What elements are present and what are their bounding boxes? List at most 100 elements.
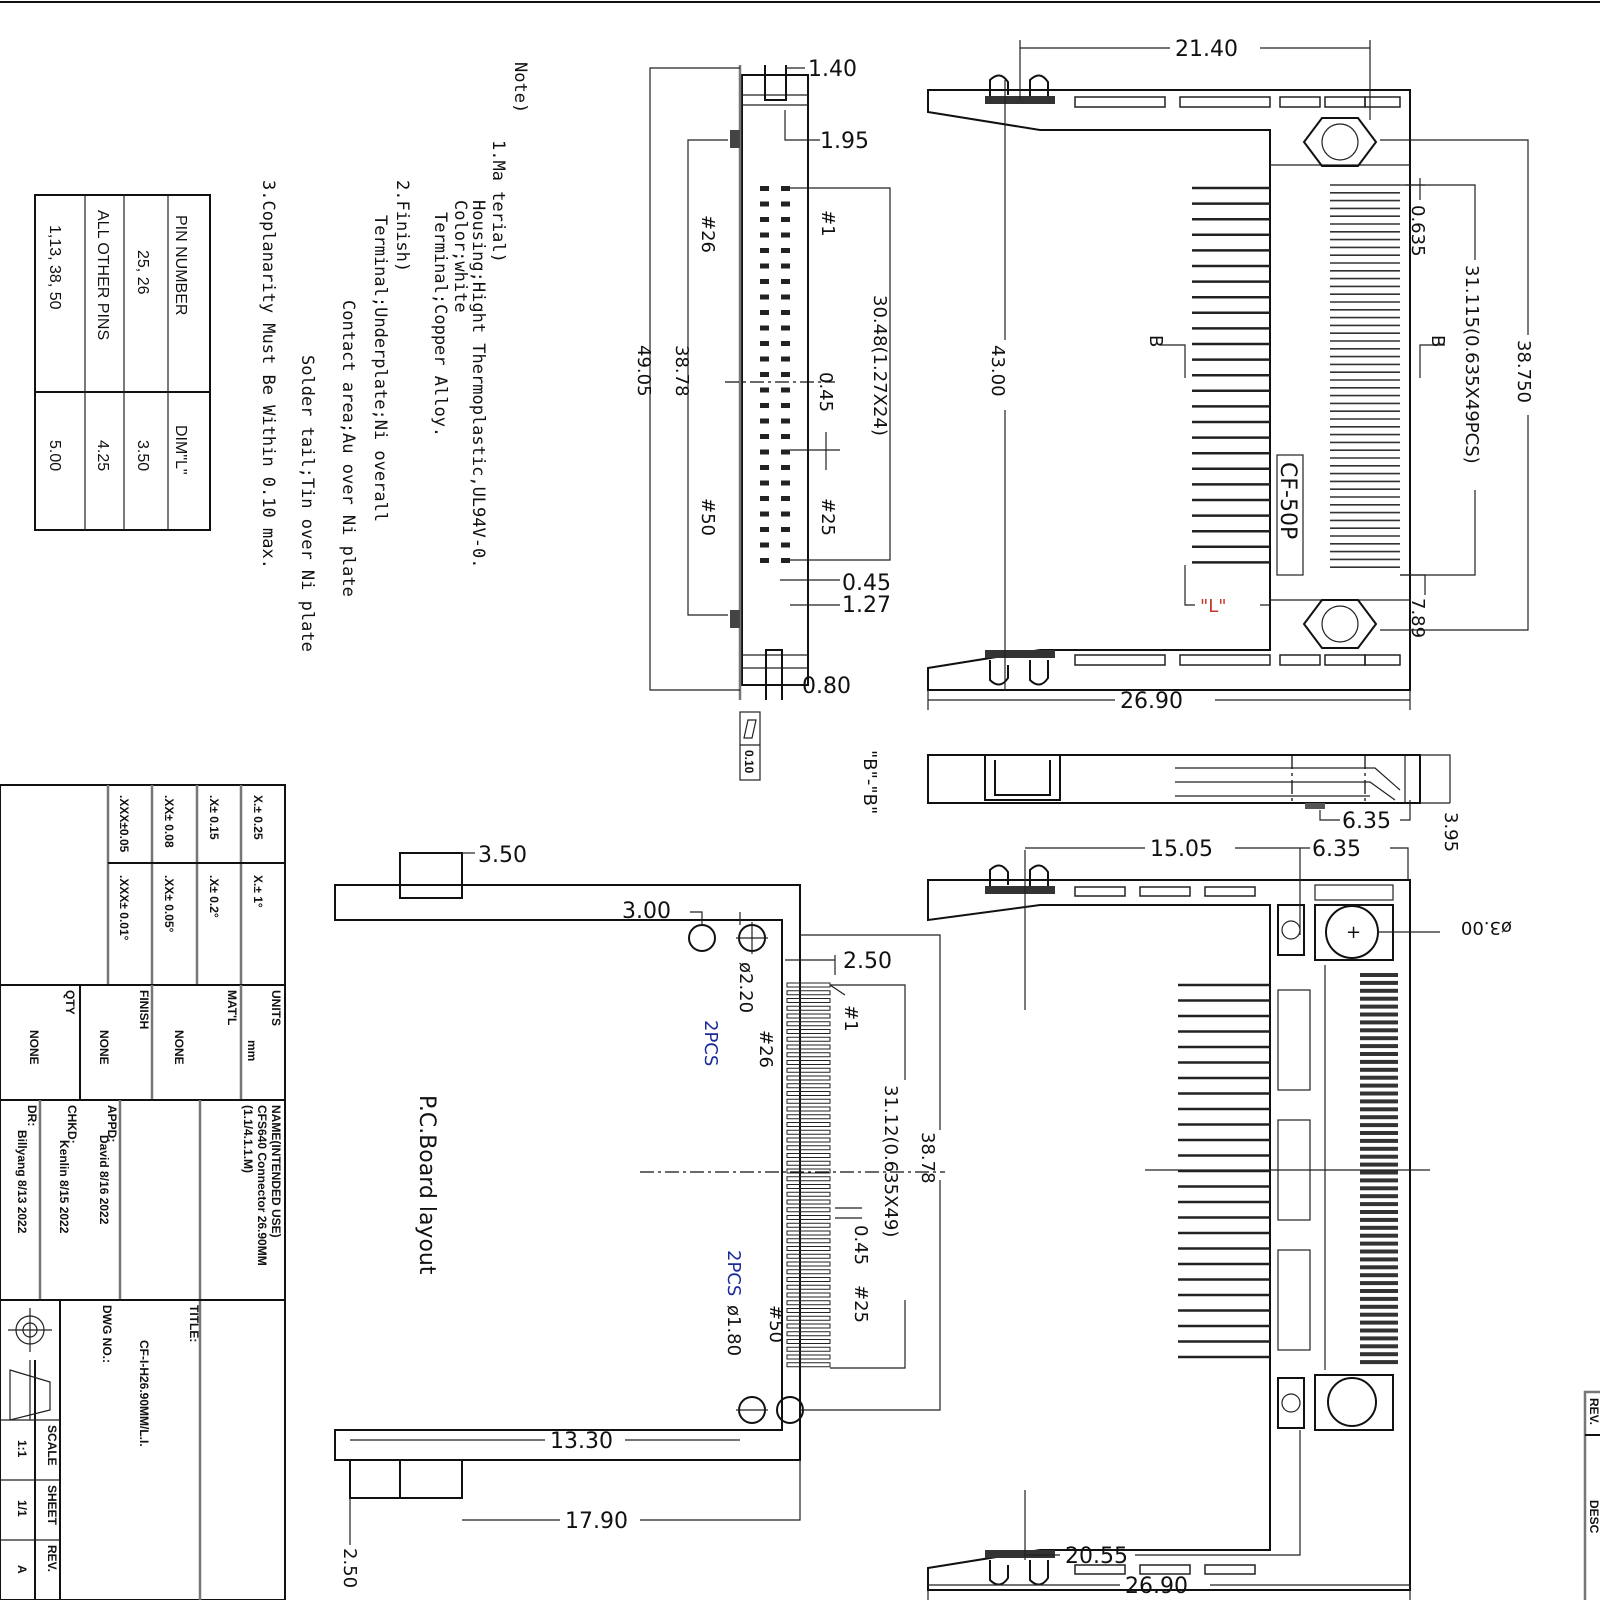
matl-value: NONE <box>172 1030 186 1065</box>
units-value: mm <box>245 1040 259 1061</box>
notes: Note) 1.Ma terial) Housing;Hight Thermop… <box>258 62 530 652</box>
contact <box>781 341 790 346</box>
dim-3-95: 3.95 <box>1440 812 1461 852</box>
contact <box>781 248 790 253</box>
name-label: NAME(INTENDED USE) <box>269 1105 283 1238</box>
contact <box>1360 1154 1398 1159</box>
pad <box>786 1098 831 1104</box>
section-marker-b: B <box>1427 335 1448 347</box>
slot <box>1074 654 1166 666</box>
pin-1-label: #1 <box>840 1005 861 1032</box>
contact <box>781 294 790 300</box>
pad <box>786 1137 831 1143</box>
flatness-icon <box>743 719 757 739</box>
contact <box>1360 1004 1398 1009</box>
tolerance-cell: X.± 1° <box>251 875 265 908</box>
table-cell: 5.00 <box>46 440 63 471</box>
mount-hex-top <box>1302 117 1378 167</box>
dim-38-750: 38.750 <box>1513 340 1534 403</box>
dwg-no-label: DWG NO.: <box>100 1305 114 1363</box>
hole-qty: 2PCS <box>723 1250 744 1296</box>
dim-15-05: 15.05 <box>1150 837 1213 862</box>
clip-bottom <box>989 660 1049 686</box>
contact <box>1360 1217 1398 1222</box>
contact <box>781 558 790 563</box>
pad <box>786 1044 831 1050</box>
contact <box>781 511 790 517</box>
pad <box>786 1013 831 1019</box>
contact <box>1360 1194 1398 1199</box>
contact <box>1360 1059 1398 1064</box>
slot <box>1364 654 1401 666</box>
dim-hole-1-80: ø1.80 <box>723 1305 744 1356</box>
pad <box>786 1160 831 1166</box>
contact <box>760 310 769 315</box>
slot <box>1204 886 1256 897</box>
top-view: CF-50P 21.40 43.00 38.750 31.115(0.635X4… <box>927 37 1534 714</box>
slot <box>1179 96 1271 108</box>
contact <box>1360 980 1398 985</box>
contact <box>781 186 790 191</box>
scale-label: SCALE <box>45 1425 59 1466</box>
pad <box>786 1323 831 1329</box>
contact <box>760 434 769 439</box>
contact <box>1360 1067 1398 1072</box>
contact <box>760 527 769 532</box>
contact <box>1360 1186 1398 1191</box>
note-item: Terminal;Copper Alloy. <box>430 212 450 437</box>
contact <box>1360 1328 1398 1333</box>
note-item: 3.Coplanarity Must Be Within 0.10 max. <box>258 180 278 569</box>
contact <box>781 279 790 284</box>
note-item: Terminal;Underplate;Ni overall <box>370 215 390 522</box>
rev-value: A <box>15 1565 29 1574</box>
pad <box>786 1075 831 1081</box>
dim-0-45: 0.45 <box>815 372 836 412</box>
pad <box>786 1083 831 1089</box>
qty-value: NONE <box>27 1030 41 1065</box>
note-item: Color;white <box>450 200 470 313</box>
contact <box>1360 1265 1398 1270</box>
pad <box>786 1215 831 1220</box>
contact <box>781 310 790 315</box>
pad <box>786 1339 831 1344</box>
title-value: CF-I-H26.90MM/L.I. <box>137 1340 151 1447</box>
dim-2-50: 2.50 <box>843 949 892 974</box>
slot <box>1074 1564 1126 1575</box>
slot <box>1324 96 1366 108</box>
scale-value: 1:1 <box>15 1440 29 1458</box>
contact <box>1360 973 1398 977</box>
qty-label: QTY <box>63 990 77 1015</box>
contact <box>760 186 769 191</box>
table-cell: 3.50 <box>134 440 151 471</box>
clip-top <box>989 74 1049 100</box>
dim-38-78: 38.78 <box>671 345 692 397</box>
pad <box>786 1300 831 1306</box>
dim-0-45-pin: 0.45 <box>842 571 891 596</box>
contact <box>760 496 769 501</box>
contact <box>1360 1044 1398 1049</box>
tolerance-cell: .XXX± 0.01° <box>117 875 131 941</box>
pad <box>786 1052 831 1058</box>
pad <box>786 1129 831 1135</box>
table-cell: 4.25 <box>94 440 111 471</box>
contact <box>781 387 790 393</box>
tolerance-cell: X.± 0.25 <box>251 795 265 840</box>
note-item: Solder tail;Tin over Ni plate <box>297 355 317 652</box>
table-header: DIM"L" <box>172 425 189 475</box>
title-label: TITLE: <box>187 1305 201 1342</box>
dim-26-90: 26.90 <box>1120 689 1183 714</box>
pcb-layout: P.C.Board layout 3.50 3.00 2.50 ø2.20 2P… <box>334 843 945 1588</box>
pin-1-label: #1 <box>817 210 838 237</box>
contact <box>781 263 790 269</box>
contact <box>1360 1178 1398 1183</box>
dim-7-89: 7.89 <box>1407 598 1428 638</box>
pad <box>786 990 831 996</box>
pad <box>786 1362 831 1368</box>
name-value: CFS640 Connector 26.90MM <box>255 1105 269 1266</box>
section-view: "B"-"B" 6.35 3.95 <box>859 750 1461 852</box>
contact <box>1360 1296 1398 1301</box>
pad <box>786 1029 831 1034</box>
contact <box>781 496 790 501</box>
contact <box>760 325 769 331</box>
pcb-layout-title: P.C.Board layout <box>414 1095 439 1275</box>
